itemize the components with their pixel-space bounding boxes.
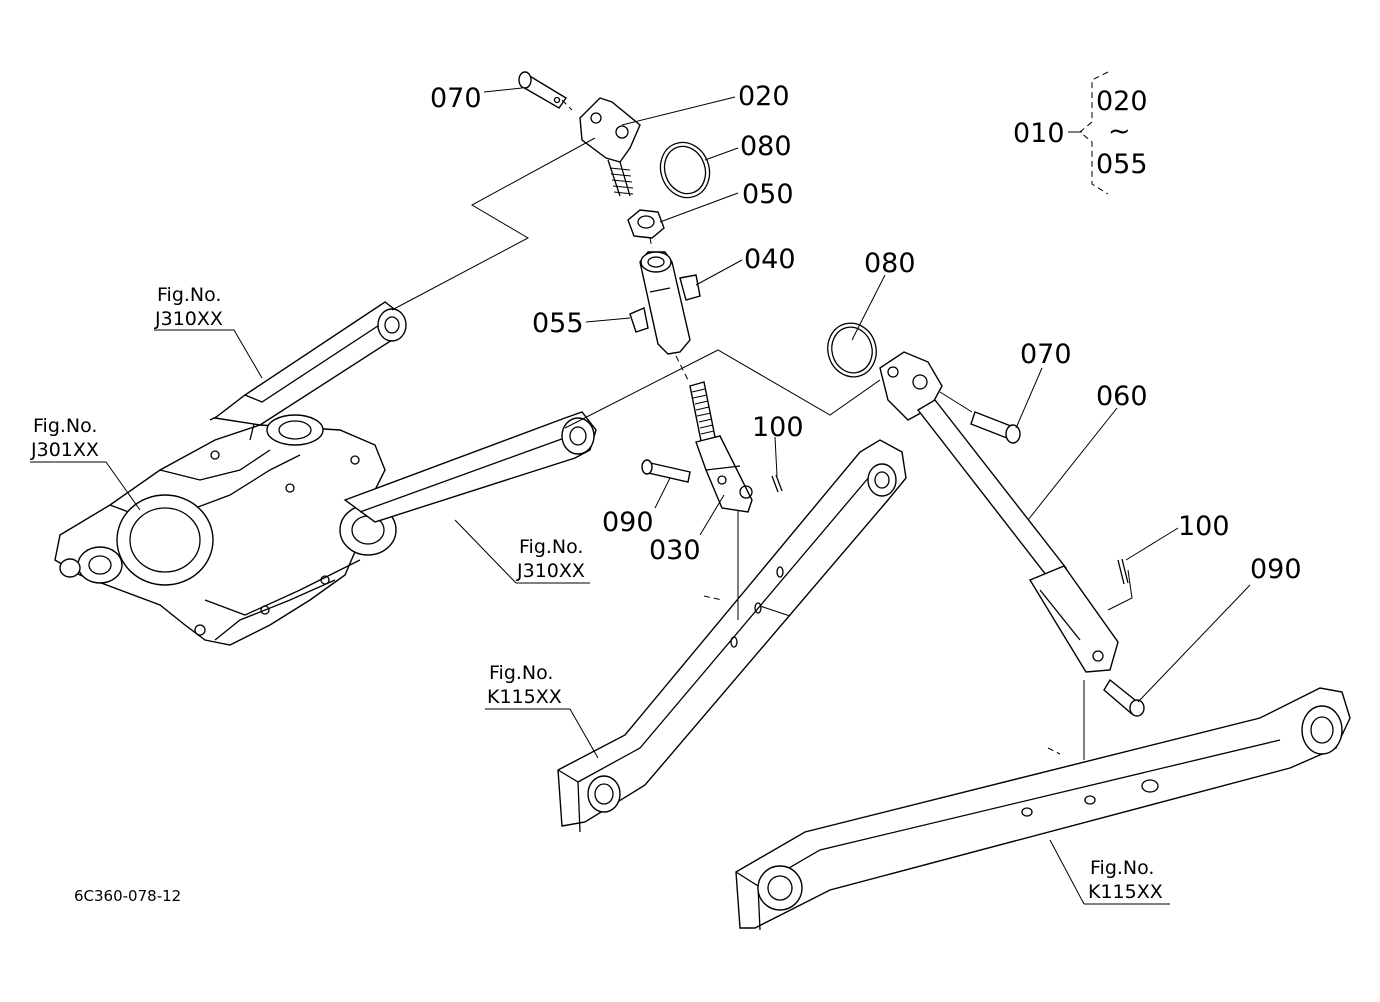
assembly-parent-number: 010 bbox=[1013, 118, 1065, 149]
callout-070-top: 070 bbox=[430, 83, 482, 114]
fig-ref-number: K115XX bbox=[1088, 881, 1163, 903]
fig-ref-number: J310XX bbox=[154, 308, 223, 330]
fig-ref-label: Fig.No. bbox=[33, 415, 97, 437]
grease-nipple-055 bbox=[629, 307, 649, 333]
fig-ref-j301xx: Fig.No. J301XX bbox=[30, 415, 99, 461]
callout-100-mid: 100 bbox=[752, 412, 804, 443]
callout-080-right: 080 bbox=[864, 248, 916, 279]
snap-ring-080-right bbox=[827, 322, 877, 378]
callout-090-right: 090 bbox=[1250, 554, 1302, 585]
callout-055: 055 bbox=[532, 308, 584, 339]
callout-050: 050 bbox=[742, 179, 794, 210]
pin-070-top bbox=[518, 71, 568, 109]
fig-ref-number: J310XX bbox=[516, 560, 585, 582]
hydraulic-housing bbox=[54, 409, 397, 646]
fig-ref-label: Fig.No. bbox=[489, 662, 553, 684]
fig-ref-label: Fig.No. bbox=[519, 536, 583, 558]
callout-040: 040 bbox=[744, 244, 796, 275]
fig-ref-number: J301XX bbox=[30, 439, 99, 461]
lower-link-left bbox=[557, 439, 907, 833]
callout-060: 060 bbox=[1096, 381, 1148, 412]
assembly-range-from: 020 bbox=[1096, 86, 1148, 117]
assembly-range-symbol: ~ bbox=[1108, 116, 1131, 147]
fig-ref-j310xx-top: Fig.No. J310XX bbox=[154, 284, 223, 330]
alignment-lines bbox=[391, 99, 1133, 760]
fig-ref-j310xx-bottom: Fig.No. J310XX bbox=[516, 536, 585, 582]
turnbuckle-body-040 bbox=[639, 251, 701, 355]
upper-lift-arm bbox=[213, 301, 407, 426]
pin-070-right bbox=[970, 411, 1021, 444]
pin-090-right bbox=[1103, 678, 1145, 717]
callout-090-mid: 090 bbox=[602, 507, 654, 538]
lifting-rod-060 bbox=[879, 351, 1119, 673]
pin-090-mid bbox=[641, 459, 691, 483]
callout-080-top: 080 bbox=[740, 131, 792, 162]
callout-030: 030 bbox=[649, 535, 701, 566]
yoke-020 bbox=[579, 97, 641, 197]
drawing-code: 6C360-078-12 bbox=[74, 887, 181, 905]
nut-050 bbox=[627, 209, 665, 239]
callout-100-right: 100 bbox=[1178, 511, 1230, 542]
lower-lift-arm bbox=[343, 411, 597, 523]
fig-ref-leaders bbox=[30, 329, 1170, 905]
callout-leaders bbox=[483, 87, 1251, 703]
lower-link-right bbox=[735, 687, 1351, 931]
callout-020: 020 bbox=[738, 81, 790, 112]
fig-ref-k115xx-left: Fig.No. K115XX bbox=[487, 662, 562, 708]
threaded-rod-030 bbox=[689, 381, 753, 513]
fig-ref-label: Fig.No. bbox=[1090, 857, 1154, 879]
cotter-pin-100-mid bbox=[771, 474, 783, 493]
assembly-bracket: 010 020 ~ 055 bbox=[1013, 71, 1148, 195]
cotter-pin-100-right bbox=[1117, 558, 1129, 585]
callout-070-right: 070 bbox=[1020, 339, 1072, 370]
fig-ref-number: K115XX bbox=[487, 686, 562, 708]
fig-ref-k115xx-right: Fig.No. K115XX bbox=[1088, 857, 1163, 903]
fig-ref-label: Fig.No. bbox=[157, 284, 221, 306]
snap-ring-080-top bbox=[659, 141, 711, 199]
assembly-range-to: 055 bbox=[1096, 149, 1148, 180]
